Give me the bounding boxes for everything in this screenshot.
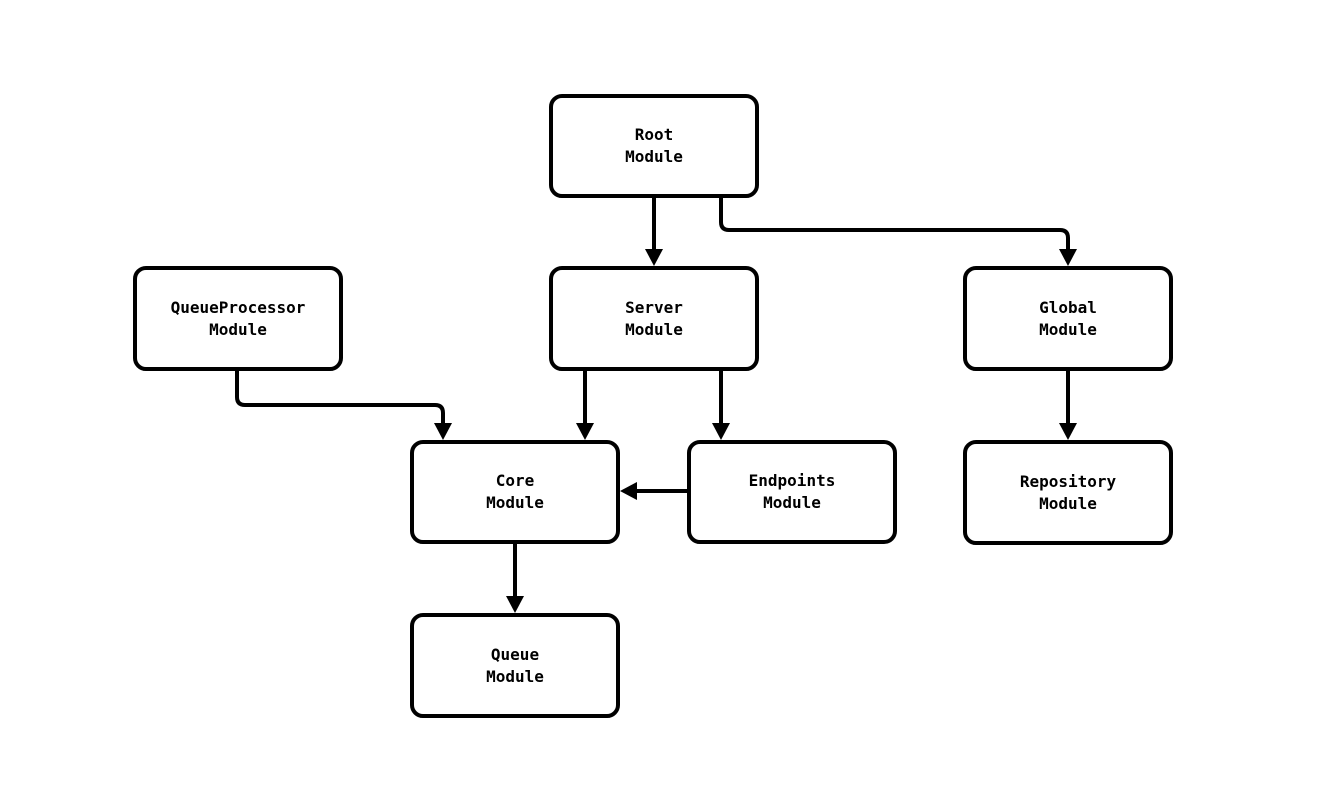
node-queueprocessor-module[interactable]: QueueProcessor Module — [133, 266, 343, 371]
arrowhead-root-to-global — [1059, 249, 1077, 266]
node-root-module[interactable]: Root Module — [549, 94, 759, 198]
node-queueprocessor-module-line2: Module — [209, 319, 267, 339]
node-endpoints-module[interactable]: Endpoints Module — [687, 440, 897, 544]
arrowhead-server-to-core — [576, 423, 594, 440]
arrowhead-server-to-endpoints — [712, 423, 730, 440]
node-core-module-line1: Core — [495, 471, 535, 490]
node-core-module-line2: Module — [486, 493, 544, 512]
node-global-module-line2: Module — [1039, 319, 1097, 339]
node-endpoints-module-line1: Endpoints — [748, 471, 836, 490]
node-core-module[interactable]: Core Module — [410, 440, 620, 544]
node-server-module[interactable]: Server Module — [549, 266, 759, 371]
node-global-module-line1: Global — [1039, 297, 1097, 317]
node-endpoints-module-line2: Module — [763, 493, 821, 512]
arrowhead-endpoints-to-core — [620, 482, 637, 500]
arrowhead-global-to-repository — [1059, 423, 1077, 440]
node-queue-module-line2: Module — [486, 666, 544, 686]
node-root-module-line1: Root — [634, 125, 674, 144]
arrowhead-core-to-queue — [506, 596, 524, 613]
node-queue-module[interactable]: Queue Module — [410, 613, 620, 718]
node-queueprocessor-module-line1: QueueProcessor — [170, 297, 306, 317]
node-global-module[interactable]: Global Module — [963, 266, 1173, 371]
node-root-module-line2: Module — [625, 147, 683, 166]
node-repository-module-line2: Module — [1039, 493, 1097, 513]
edge-queueprocessor-to-core — [235, 371, 445, 432]
node-repository-module[interactable]: Repository Module — [963, 440, 1173, 545]
node-server-module-line1: Server — [625, 297, 683, 317]
arrowhead-root-to-server — [645, 249, 663, 266]
node-queue-module-line1: Queue — [490, 644, 540, 664]
edge-root-to-global — [719, 198, 1070, 258]
node-repository-module-line1: Repository — [1019, 471, 1117, 491]
arrowhead-queueprocessor-to-core — [434, 423, 452, 440]
node-server-module-line2: Module — [625, 319, 683, 339]
